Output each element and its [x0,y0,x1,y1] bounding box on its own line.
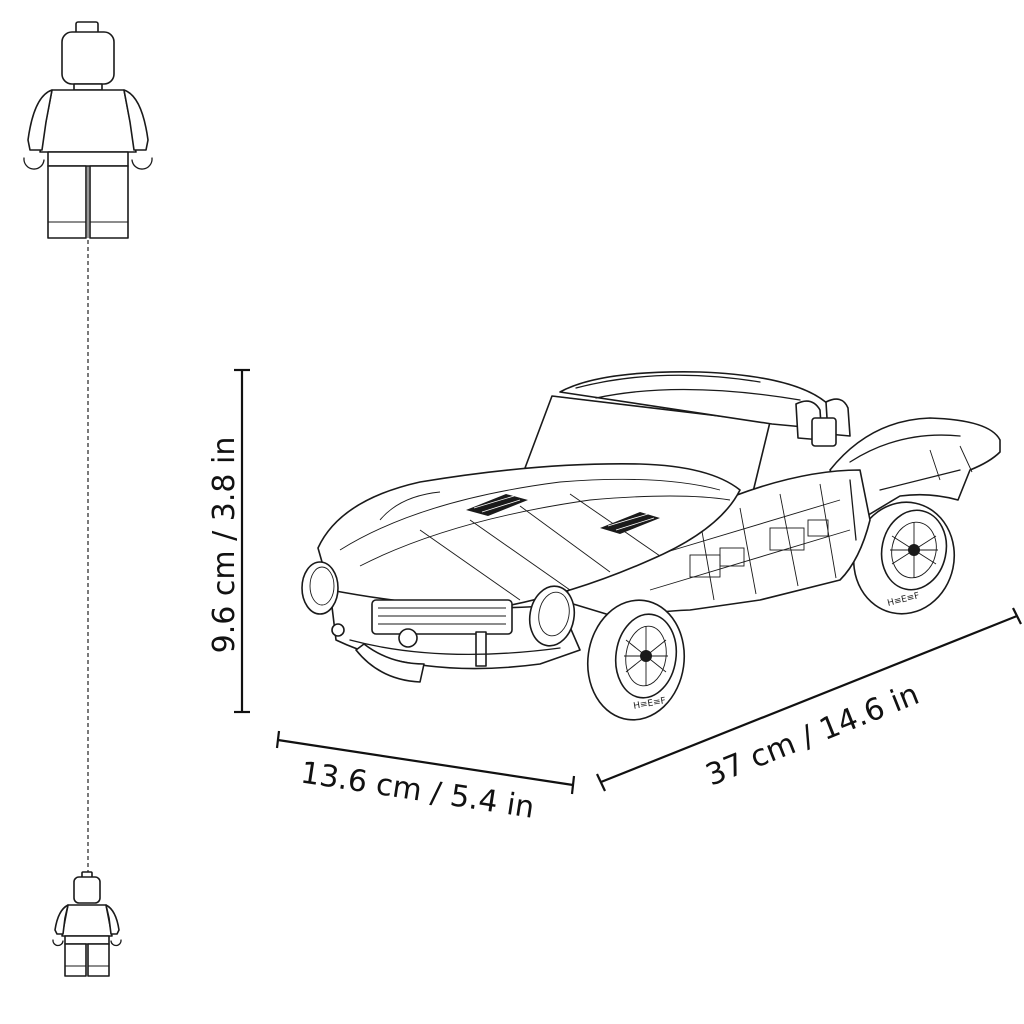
width-label: 13.6 cm / 5.4 in [298,755,536,825]
height-dimension: 9.6 cm / 3.8 in [207,368,250,714]
height-label: 9.6 cm / 3.8 in [207,437,242,654]
length-label: 37 cm / 14.6 in [701,677,924,794]
rear-wheel-icon: H≡E≡F [852,501,956,615]
left-headlight-icon [301,561,339,615]
small-minifigure-icon [52,871,122,977]
car-model-drawing: H≡E≡F [301,371,1001,721]
front-wheel-icon: H≡E≡F [586,599,686,721]
right-headlight-icon [528,585,576,647]
width-dimension: 13.6 cm / 5.4 in [275,730,576,826]
large-minifigure-icon [23,21,153,239]
